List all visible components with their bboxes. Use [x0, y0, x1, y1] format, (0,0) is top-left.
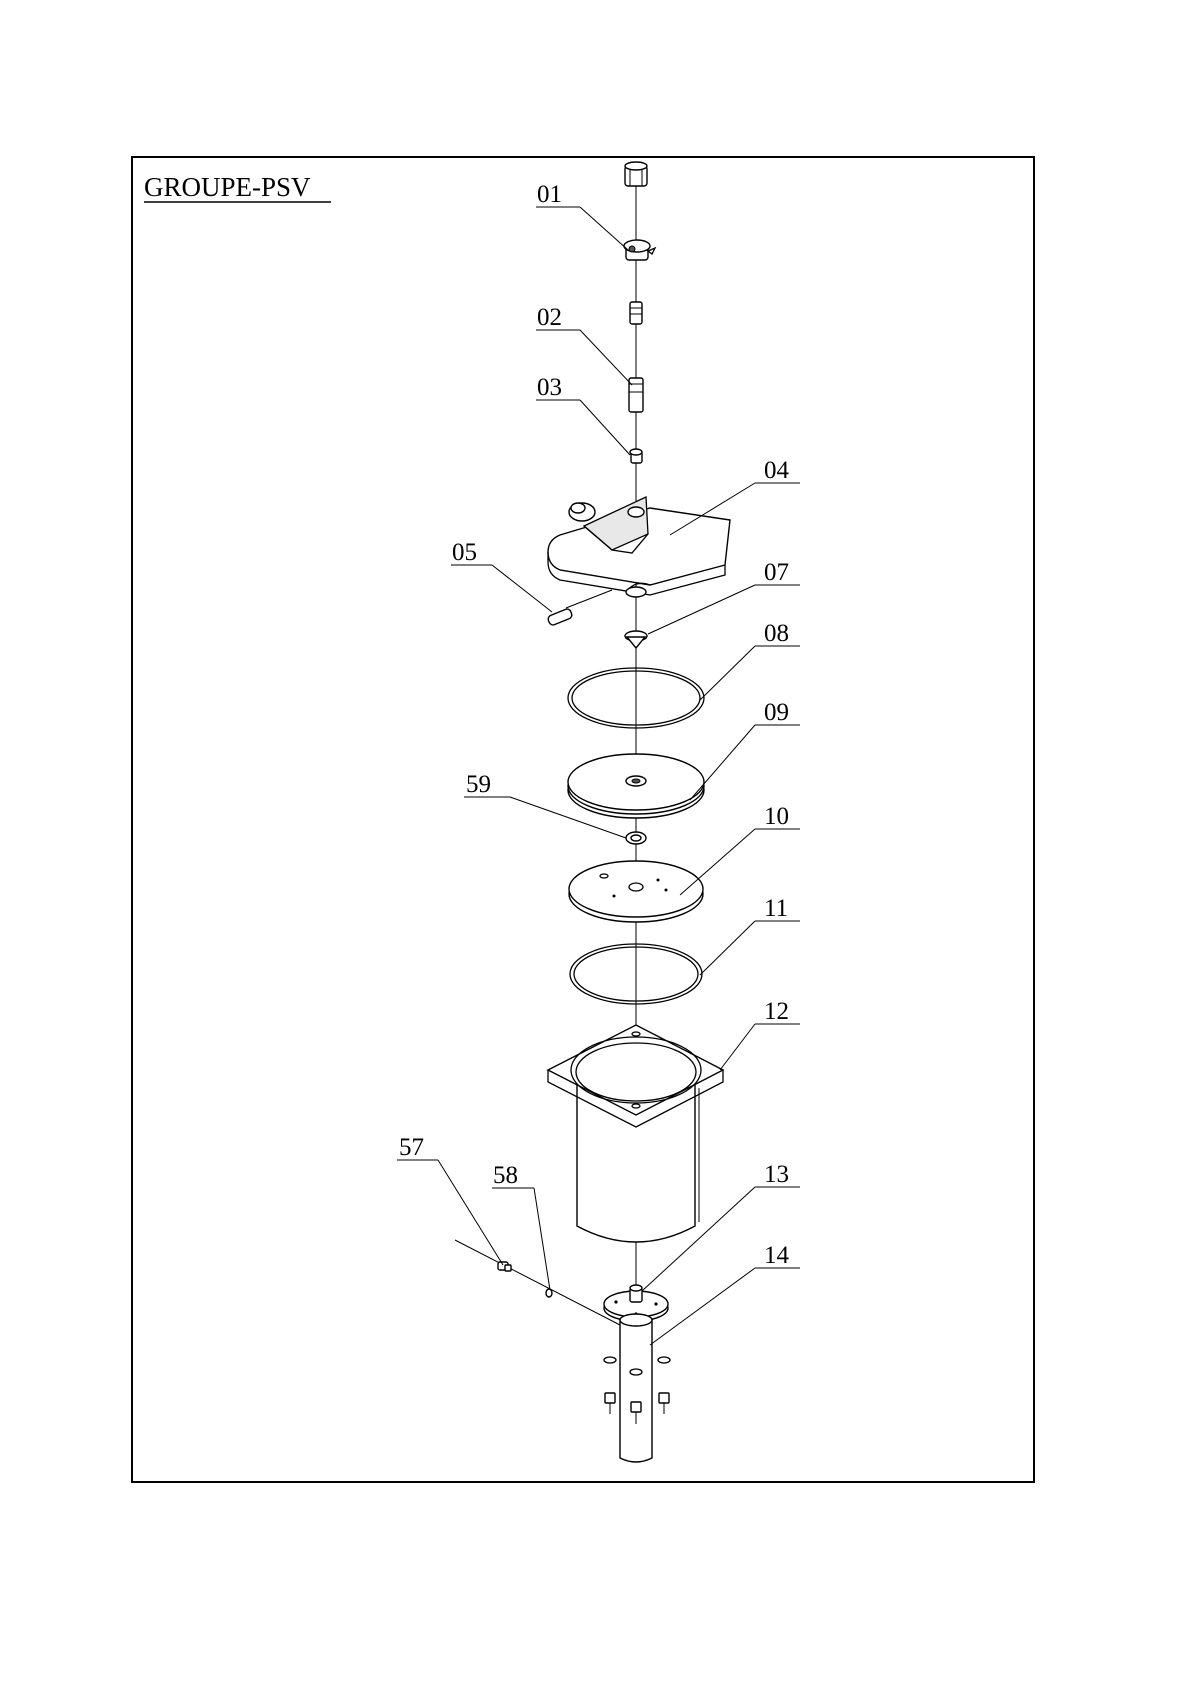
part-05 [547, 590, 612, 626]
part-57-58 [455, 1240, 620, 1325]
callout-58: 58 [493, 1162, 518, 1189]
callout-07: 07 [764, 559, 789, 586]
callout-05: 05 [452, 539, 477, 566]
part-59 [626, 832, 646, 844]
drawing-title: GROUPE-PSV [144, 172, 311, 202]
callout-11: 11 [764, 895, 788, 922]
callout-09: 09 [764, 699, 789, 726]
callout-08: 08 [764, 620, 789, 647]
callout-12: 12 [764, 998, 789, 1025]
callout-03: 03 [537, 374, 562, 401]
callout-14: 14 [764, 1242, 790, 1269]
part-07 [625, 631, 647, 648]
part-14 [604, 1314, 670, 1462]
callout-01: 01 [537, 181, 562, 208]
part-12 [548, 1025, 723, 1242]
callout-59: 59 [466, 771, 491, 798]
part-04 [548, 497, 730, 597]
part-01 [624, 162, 655, 260]
drawing-frame [132, 157, 1034, 1482]
callout-10: 10 [764, 803, 789, 830]
part-10 [569, 861, 703, 922]
callout-13: 13 [764, 1161, 789, 1188]
callout-04: 04 [764, 457, 790, 484]
callout-02: 02 [537, 304, 562, 331]
callout-57: 57 [399, 1134, 424, 1161]
part-03 [630, 449, 642, 463]
part-09 [568, 754, 704, 818]
